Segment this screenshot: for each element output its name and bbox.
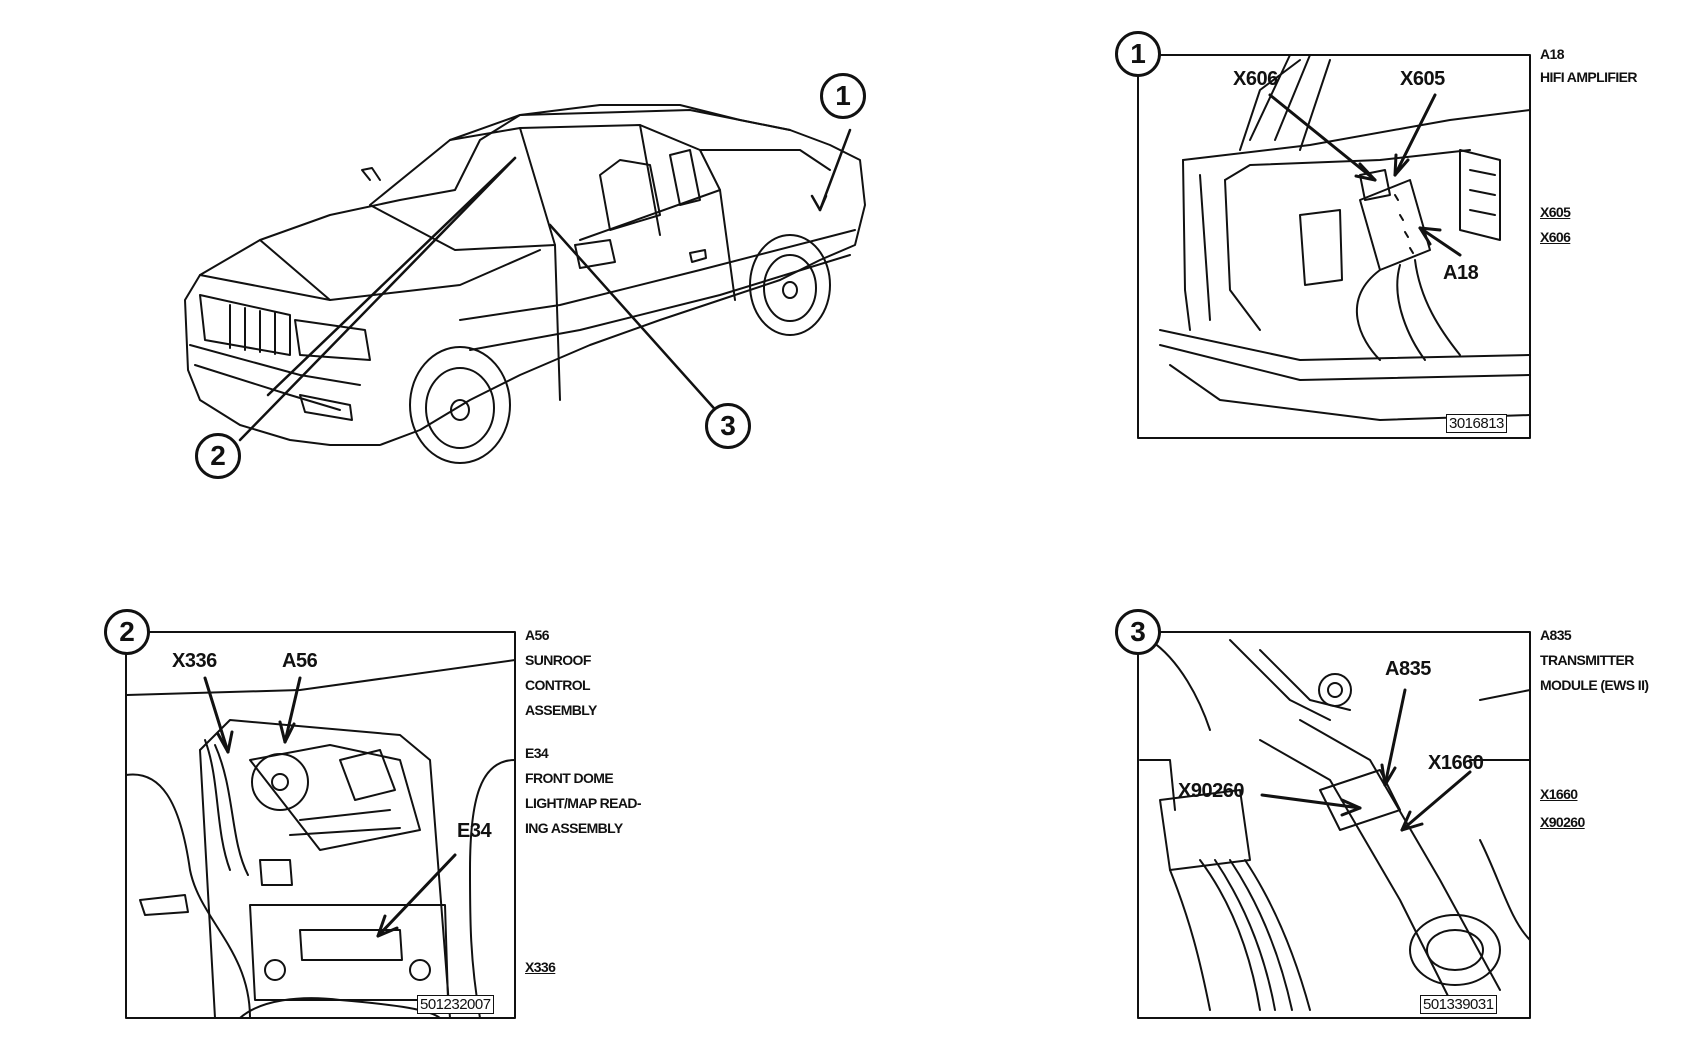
legend-3-conn-x1660: X1660 <box>1540 786 1578 802</box>
callout-x90260: X90260 <box>1178 780 1244 802</box>
legend-2-desc-a56-line1: SUNROOF <box>525 652 591 668</box>
callout-a18: A18 <box>1443 262 1479 284</box>
callout-a835: A835 <box>1385 658 1431 680</box>
panel-3-number: 3 <box>1115 609 1161 655</box>
legend-1-conn-x605: X605 <box>1540 204 1571 220</box>
legend-1-code: A18 <box>1540 46 1564 62</box>
legend-3-desc-line2: MODULE (EWS II) <box>1540 677 1649 693</box>
callout-x605: X605 <box>1400 68 1445 90</box>
panel-1-number: 1 <box>1115 31 1161 77</box>
legend-2-code-a56: A56 <box>525 627 549 643</box>
legend-3-desc-line1: TRANSMITTER <box>1540 652 1634 668</box>
overview-marker-2: 2 <box>195 433 241 479</box>
legend-3-conn-x90260: X90260 <box>1540 814 1585 830</box>
callout-x606: X606 <box>1233 68 1278 90</box>
panel-3-figure-id: 501339031 <box>1420 995 1497 1014</box>
legend-2-desc-e34-line3: ING ASSEMBLY <box>525 820 623 836</box>
callout-x336: X336 <box>172 650 217 672</box>
legend-1-conn-x606: X606 <box>1540 229 1571 245</box>
panel-1-figure-id: 3016813 <box>1446 414 1507 433</box>
panel-2-drawing <box>125 631 516 1019</box>
legend-2-code-e34: E34 <box>525 745 549 761</box>
overview-marker-1: 1 <box>820 73 866 119</box>
callout-x1660: X1660 <box>1428 752 1484 774</box>
legend-2-desc-e34-line1: FRONT DOME <box>525 770 614 786</box>
panel-1-drawing <box>1137 54 1531 439</box>
legend-1-desc: HIFI AMPLIFIER <box>1540 69 1637 85</box>
callout-e34: E34 <box>457 820 492 842</box>
legend-3-code: A835 <box>1540 627 1572 643</box>
legend-2-conn-x336: X336 <box>525 959 556 975</box>
legend-2-desc-a56-line3: ASSEMBLY <box>525 702 597 718</box>
panel-3-drawing <box>1137 631 1531 1019</box>
car-overview-drawing <box>184 104 866 464</box>
overview-marker-3: 3 <box>705 403 751 449</box>
panel-2-figure-id: 501232007 <box>417 995 494 1014</box>
legend-2-desc-e34-line2: LIGHT/MAP READ- <box>525 795 642 811</box>
callout-a56: A56 <box>282 650 318 672</box>
panel-2-number: 2 <box>104 609 150 655</box>
legend-2-desc-a56-line2: CONTROL <box>525 677 591 693</box>
